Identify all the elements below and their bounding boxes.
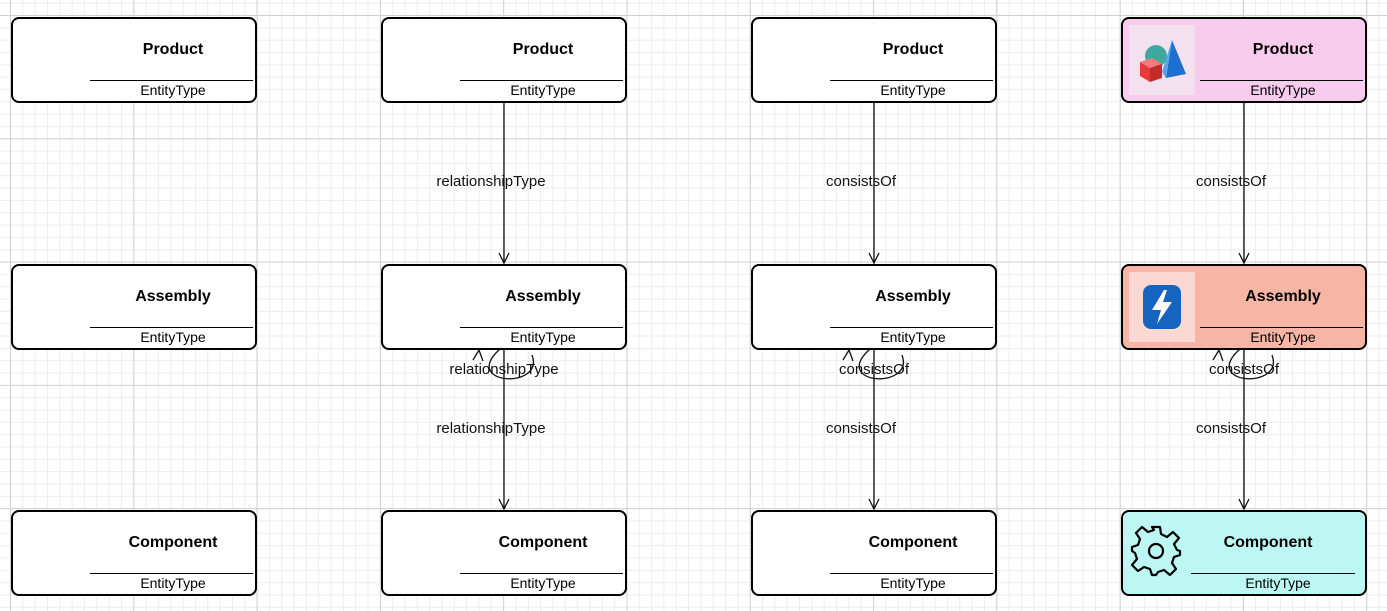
node-divider (830, 573, 993, 574)
node-title: Assembly (875, 288, 951, 305)
node-divider (830, 80, 993, 81)
node-divider (460, 80, 623, 81)
edge-assembly-self[interactable] (488, 348, 535, 380)
node-title: Product (512, 41, 574, 58)
node-product[interactable]: Product EntityType (751, 17, 997, 103)
node-type: EntityType (140, 575, 206, 591)
node-type: EntityType (1250, 329, 1316, 345)
node-divider (830, 327, 993, 328)
node-assembly[interactable]: Assembly EntityType (381, 264, 627, 350)
edge-assembly-self[interactable] (1228, 348, 1275, 380)
node-title: Product (882, 41, 944, 58)
node-assembly[interactable]: Assembly EntityType (751, 264, 997, 350)
node-title: Assembly (135, 288, 211, 305)
edge-label-bottom: consistsOf (825, 420, 897, 437)
gear-icon (1125, 520, 1187, 582)
edge-label-self: relationshipType (449, 361, 559, 378)
self-loop-arrowhead (842, 348, 854, 362)
node-type: EntityType (1245, 575, 1311, 591)
node-type: EntityType (140, 82, 206, 98)
node-divider (90, 573, 253, 574)
node-divider (1200, 327, 1363, 328)
node-type: EntityType (510, 329, 576, 345)
node-title: Assembly (1245, 288, 1321, 305)
node-divider (460, 327, 623, 328)
node-type: EntityType (140, 329, 206, 345)
lightning-icon (1129, 272, 1195, 342)
node-divider (90, 327, 253, 328)
edge-label-bottom: relationshipType (436, 420, 546, 437)
edge-label-bottom: consistsOf (1195, 420, 1267, 437)
node-type: EntityType (880, 82, 946, 98)
node-divider (1191, 573, 1355, 574)
node-type: EntityType (510, 575, 576, 591)
node-product[interactable]: Product EntityType (11, 17, 257, 103)
edge-label-self: consistsOf (838, 361, 910, 378)
node-title: Product (1252, 41, 1314, 58)
node-title: Product (142, 41, 204, 58)
node-title: Component (1223, 534, 1313, 551)
node-assembly[interactable]: Assembly EntityType (1121, 264, 1367, 350)
node-product[interactable]: Product EntityType (1121, 17, 1367, 103)
node-title: Component (128, 534, 218, 551)
node-title: Component (868, 534, 958, 551)
node-component[interactable]: Component EntityType (1121, 510, 1367, 596)
node-title: Assembly (505, 288, 581, 305)
edge-label-self: consistsOf (1208, 361, 1280, 378)
node-component[interactable]: Component EntityType (751, 510, 997, 596)
node-component[interactable]: Component EntityType (381, 510, 627, 596)
node-divider (460, 573, 623, 574)
self-loop-arrowhead (472, 348, 484, 362)
node-divider (1200, 80, 1363, 81)
node-type: EntityType (880, 575, 946, 591)
edge-label-top: relationshipType (436, 173, 546, 190)
node-type: EntityType (880, 329, 946, 345)
node-product[interactable]: Product EntityType (381, 17, 627, 103)
node-component[interactable]: Component EntityType (11, 510, 257, 596)
shapes-icon (1129, 25, 1195, 95)
edge-assembly-self[interactable] (858, 348, 905, 380)
edge-label-top: consistsOf (1195, 173, 1267, 190)
self-loop-arrowhead (1212, 348, 1224, 362)
edge-label-top: consistsOf (825, 173, 897, 190)
node-title: Component (498, 534, 588, 551)
node-type: EntityType (510, 82, 576, 98)
node-assembly[interactable]: Assembly EntityType (11, 264, 257, 350)
node-type: EntityType (1250, 82, 1316, 98)
node-divider (90, 80, 253, 81)
